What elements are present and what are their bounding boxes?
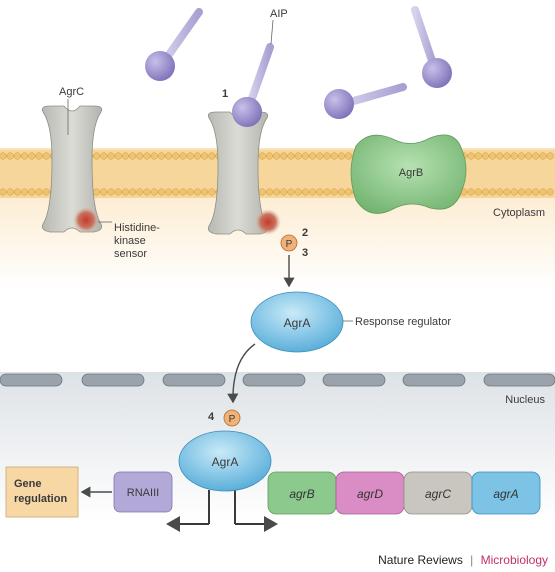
gene-label-agrA: agrA: [493, 487, 518, 501]
aip-label: AIP: [270, 8, 288, 20]
agra-response-regulator: [250, 291, 344, 353]
agrc-receptor-right: [207, 111, 281, 235]
promoter-lines: [166, 490, 278, 532]
footer-journal: Nature Reviews: [378, 553, 463, 567]
gene-label-agrC: agrC: [425, 487, 451, 501]
aip-molecule-3: [411, 6, 452, 88]
sensor-label-line2: kinase: [114, 235, 146, 247]
nuclear-membrane: [0, 373, 555, 387]
agra-label-bottom: AgrA: [212, 455, 239, 469]
agrb-label: AgrB: [399, 167, 423, 179]
footer-credit: Nature Reviews | Microbiology: [378, 553, 548, 567]
gene-regulation-label-2: regulation: [14, 493, 67, 505]
step-1-label: 1: [222, 88, 228, 100]
gene-labels: agrB agrD agrC agrA: [289, 487, 518, 501]
histidine-kinase-domain-active: [255, 209, 281, 235]
gene-regulation-box: [5, 466, 79, 518]
phosphate-agrc: [280, 234, 298, 252]
agrc-label: AgrC: [59, 86, 84, 98]
step-3-label: 3: [302, 247, 308, 259]
gene-regulation-label-1: Gene: [14, 478, 42, 490]
cytoplasm-label: Cytoplasm: [493, 207, 545, 219]
agra-bound-dna: [178, 430, 272, 492]
step-4-label: 4: [208, 411, 215, 423]
step-2-label: 2: [302, 227, 308, 239]
phosphate-label-2: P: [229, 414, 236, 425]
nucleus-label: Nucleus: [505, 394, 545, 406]
aip-molecule-4: [324, 83, 407, 119]
footer-separator: |: [470, 553, 473, 567]
rnaiii-label: RNAIII: [127, 487, 159, 499]
sensor-label-line1: Histidine-: [114, 222, 160, 234]
rnaiii-box: [113, 471, 173, 513]
histidine-kinase-domain: [73, 207, 99, 233]
sensor-label-line3: sensor: [114, 248, 147, 260]
aip-bound-head: [232, 97, 262, 127]
agrb-protein: [350, 134, 467, 214]
response-regulator-label: Response regulator: [355, 316, 451, 328]
agra-label-top: AgrA: [284, 316, 311, 330]
phosphate-agra: [223, 409, 241, 427]
phosphate-label-1: P: [286, 239, 293, 250]
footer-section: Microbiology: [481, 553, 548, 567]
agrc-receptor-left: [41, 105, 103, 233]
aip-molecule-1: [145, 8, 203, 81]
gene-label-agrB: agrB: [289, 487, 314, 501]
gene-label-agrD: agrD: [357, 487, 383, 501]
translocation-arrow: [227, 343, 256, 404]
gene-agrA-box: [471, 471, 541, 515]
